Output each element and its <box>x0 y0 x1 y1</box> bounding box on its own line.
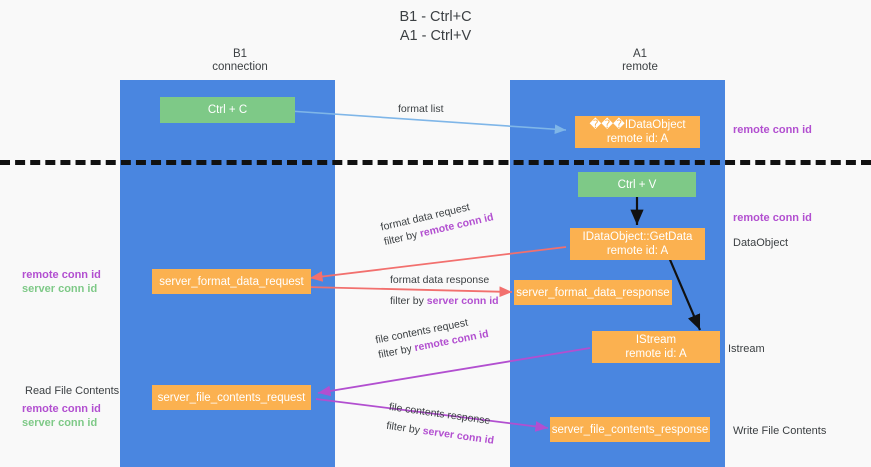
annotation-left-remote-conn-id-mid: remote conn id <box>22 269 101 281</box>
annotation-left-read-file-contents: Read File Contents <box>25 385 120 397</box>
lane-heading-a1: A1 remote <box>550 48 730 74</box>
node-get-idataobject-line2: remote id: A <box>606 133 669 145</box>
section-divider <box>0 160 871 165</box>
annotation-left-server-conn-id-mid: server conn id <box>22 283 98 295</box>
node-server-format-data-request-label: server_format_data_request <box>159 275 304 288</box>
edge-label-format-data-response: format data response filter by server co… <box>390 273 499 309</box>
node-server-file-contents-request-label: server_file_contents_request <box>157 391 306 404</box>
annotation-left-remote-conn-id-bot: remote conn id <box>22 403 101 415</box>
edge-label-format-data-response-filter: filter by server conn id <box>390 294 499 309</box>
node-server-file-contents-request[interactable]: server_file_contents_request <box>152 385 311 410</box>
node-ctrl-v-label: Ctrl + V <box>617 178 657 191</box>
node-istream-line2: remote id: A <box>625 348 687 360</box>
node-ctrl-c-label: Ctrl + C <box>207 104 248 116</box>
node-idataobject-getdata[interactable]: IDataObject::GetData remote id: A <box>570 228 705 260</box>
node-server-format-data-response-label: server_format_data_response <box>516 286 670 299</box>
edge-label-format-data-request: format data request filter by remote con… <box>379 196 495 250</box>
lane-heading-b1-line2: connection <box>212 61 268 73</box>
node-idataobject-getdata-line2: remote id: A <box>606 245 669 257</box>
filter-prefix: filter by <box>390 295 427 307</box>
node-get-idataobject-line1: ���IDataObject <box>589 119 686 131</box>
diagram-title-line2: A1 - Ctrl+V <box>399 28 472 44</box>
node-server-file-contents-response-label: server_file_contents_response <box>551 423 709 436</box>
edge-label-format-list-text: format list <box>398 103 444 115</box>
node-get-idataobject[interactable]: ���IDataObject remote id: A <box>575 116 700 148</box>
annotation-right-dataobject: DataObject <box>733 237 789 249</box>
filter-keyword-server-conn-id: server conn id <box>426 295 499 307</box>
node-ctrl-v[interactable]: Ctrl + V <box>578 172 696 197</box>
node-idataobject-getdata-line1: IDataObject::GetData <box>582 231 693 243</box>
lane-heading-a1-line1: A1 <box>632 48 648 60</box>
diagram-title-line1: B1 - Ctrl+C <box>399 9 472 25</box>
node-server-format-data-request[interactable]: server_format_data_request <box>152 269 311 294</box>
node-server-file-contents-response[interactable]: server_file_contents_response <box>550 417 710 442</box>
lane-heading-a1-line2: remote <box>622 61 658 73</box>
diagram-title: B1 - Ctrl+C A1 - Ctrl+V <box>0 8 871 46</box>
node-istream[interactable]: IStream remote id: A <box>592 331 720 363</box>
filter-prefix: filter by <box>385 419 424 437</box>
edge-label-file-contents-response: file contents response filter by server … <box>385 400 497 449</box>
edge-label-format-list: format list <box>398 102 444 117</box>
annotation-right-remote-conn-id-top: remote conn id <box>733 124 812 136</box>
annotation-right-remote-conn-id-mid: remote conn id <box>733 212 812 224</box>
node-istream-line1: IStream <box>635 334 677 346</box>
node-server-format-data-response[interactable]: server_format_data_response <box>514 280 672 305</box>
edge-label-format-data-response-title: format data response <box>390 274 490 286</box>
annotation-left-server-conn-id-bot: server conn id <box>22 417 98 429</box>
lane-heading-b1-line1: B1 <box>232 48 248 60</box>
lane-heading-b1: B1 connection <box>150 48 330 74</box>
annotation-right-istream: Istream <box>728 343 765 355</box>
edge-label-file-contents-request: file contents request filter by remote c… <box>374 312 490 363</box>
annotation-right-write-file-contents: Write File Contents <box>733 425 827 437</box>
node-ctrl-c[interactable]: Ctrl + C <box>160 97 295 123</box>
